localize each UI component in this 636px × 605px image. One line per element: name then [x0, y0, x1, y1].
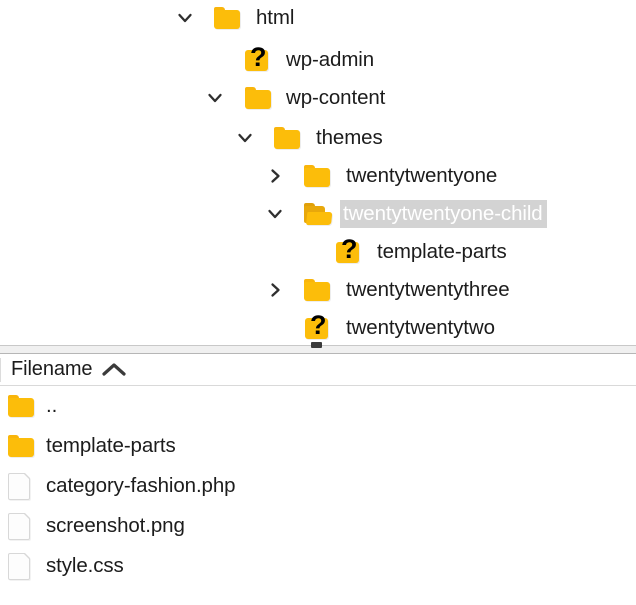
tree-item-icon — [274, 118, 304, 158]
file-row-label[interactable]: template-parts — [46, 434, 176, 457]
tree-item-icon — [214, 0, 244, 38]
file-icon — [8, 471, 31, 500]
file-list-row[interactable]: template-parts — [0, 426, 636, 466]
column-header-filename[interactable]: Filename — [11, 358, 93, 380]
tree-item-label[interactable]: twentytwentyone — [346, 164, 498, 187]
folder-unknown-icon: ? — [336, 236, 362, 264]
chevron-down-icon[interactable] — [262, 194, 288, 234]
chevron-up-icon[interactable] — [101, 362, 127, 378]
tree-item-icon: ? — [245, 40, 275, 80]
file-list-row[interactable]: style.css — [0, 546, 636, 586]
folder-unknown-icon: ? — [305, 312, 331, 340]
file-row-icon — [8, 546, 38, 586]
file-list-row[interactable]: .. — [0, 386, 636, 426]
folder-closed-icon — [214, 7, 240, 29]
tree-item-label[interactable]: wp-content — [286, 86, 386, 109]
tree-item-html[interactable]: html — [0, 0, 636, 38]
tree-item-wp-admin[interactable]: ? wp-admin — [0, 40, 636, 80]
tree-item-icon — [304, 194, 334, 234]
panel-splitter[interactable] — [0, 342, 636, 354]
folder-closed-icon — [8, 435, 34, 457]
tree-item-label[interactable]: twentytwentytwo — [346, 316, 495, 339]
tree-item-twentytwentyone-child[interactable]: twentytwentyone-child — [0, 194, 636, 234]
column-divider — [0, 358, 1, 382]
file-row-icon — [8, 506, 38, 546]
folder-closed-icon — [245, 87, 271, 109]
file-icon — [8, 511, 31, 540]
file-row-label[interactable]: category-fashion.php — [46, 474, 236, 497]
file-list-row[interactable]: category-fashion.php — [0, 466, 636, 506]
chevron-down-icon[interactable] — [202, 78, 228, 118]
tree-item-label[interactable]: html — [256, 6, 295, 29]
file-row-icon — [8, 426, 38, 466]
tree-item-themes[interactable]: themes — [0, 118, 636, 158]
tree-item-twentytwentytwo[interactable]: ? twentytwentytwo — [0, 308, 636, 345]
folder-closed-icon — [274, 127, 300, 149]
chevron-down-icon[interactable] — [172, 0, 198, 38]
file-row-label[interactable]: .. — [46, 394, 58, 417]
file-row-label[interactable]: screenshot.png — [46, 514, 185, 537]
chevron-right-icon[interactable] — [262, 156, 288, 196]
folder-open-icon — [304, 203, 333, 225]
tree-item-label[interactable]: twentytwentythree — [346, 278, 510, 301]
chevron-down-icon[interactable] — [232, 118, 258, 158]
file-row-icon — [8, 386, 38, 426]
tree-item-twentytwentythree[interactable]: twentytwentythree — [0, 270, 636, 310]
folder-closed-icon — [304, 279, 330, 301]
tree-item-icon — [304, 156, 334, 196]
tree-item-icon — [245, 78, 275, 118]
tree-item-label[interactable]: wp-admin — [286, 48, 375, 71]
file-row-icon — [8, 466, 38, 506]
folder-closed-icon — [304, 165, 330, 187]
tree-item-label[interactable]: themes — [316, 126, 383, 149]
tree-item-twentytwentyone[interactable]: twentytwentyone — [0, 156, 636, 196]
file-row-label[interactable]: style.css — [46, 554, 124, 577]
tree-item-label[interactable]: template-parts — [377, 240, 507, 263]
file-list-panel[interactable]: Filename .. template-parts category-fashio… — [0, 354, 636, 605]
file-list-row[interactable]: screenshot.png — [0, 506, 636, 546]
tree-item-wp-content[interactable]: wp-content — [0, 78, 636, 118]
directory-tree-panel[interactable]: html? wp-admin wp-content themes twentytwent… — [0, 0, 636, 345]
file-list-header[interactable]: Filename — [0, 354, 636, 386]
splitter-grip[interactable] — [311, 342, 322, 348]
folder-closed-icon — [8, 395, 34, 417]
file-icon — [8, 551, 31, 580]
tree-item-label[interactable]: twentytwentyone-child — [340, 200, 547, 228]
tree-item-icon: ? — [336, 232, 366, 272]
folder-unknown-icon: ? — [245, 44, 271, 72]
tree-item-icon — [304, 270, 334, 310]
tree-item-template-parts[interactable]: ? template-parts — [0, 232, 636, 272]
tree-item-icon: ? — [305, 308, 335, 345]
chevron-right-icon[interactable] — [262, 270, 288, 310]
